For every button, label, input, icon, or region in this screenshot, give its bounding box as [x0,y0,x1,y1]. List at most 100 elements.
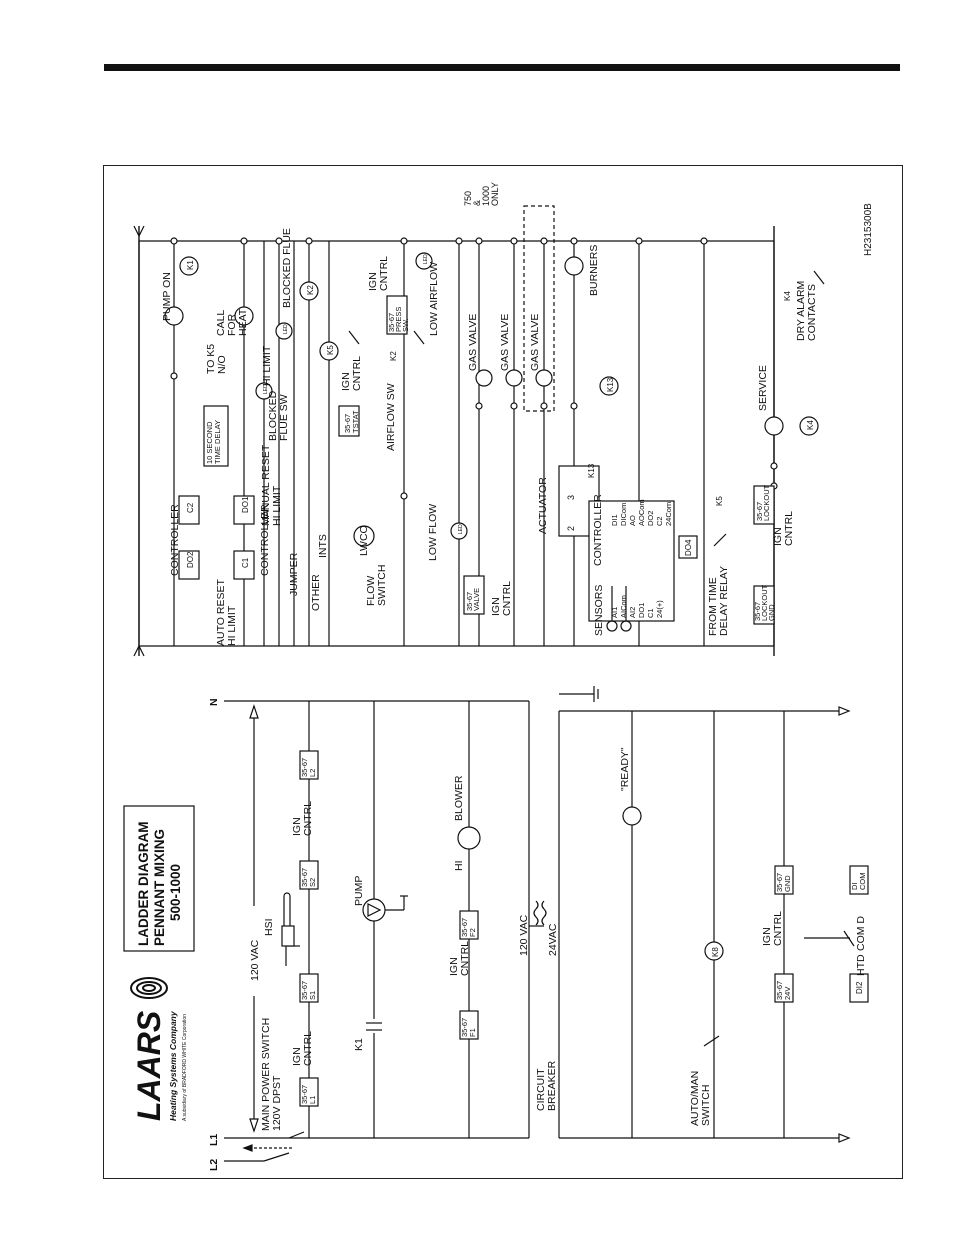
control-section [133,205,825,657]
label-k4-contact: K4 [783,291,792,301]
label-blocked-flue: BLOCKED FLUE [281,228,293,308]
label-burners: BURNERS [588,245,600,296]
label-term-24v-2: 24V [783,987,792,1000]
label-press-sw-2: PRESS [394,307,403,332]
label-ign-cntrl-a-1: IGN [291,1047,303,1066]
label-term-l2-2: L2 [308,769,317,777]
power-section [123,686,869,1162]
label-press-sw-3: SW. [401,318,410,332]
label-transformer-primary: 120 VAC [518,914,530,956]
label-di-com-2: COM [858,873,867,891]
label-ctrl-do1: DO1 [637,603,646,618]
label-ign-cntrl-a-2: CNTRL [302,1031,314,1066]
label-di2: DI2 [855,981,864,994]
label-pump: PUMP [353,876,365,906]
label-pump-on: PUMP ON [161,272,173,321]
label-ign-cntrl-1: IGN [340,372,352,391]
label-term-gnd-1: 35-67 [775,873,784,892]
label-call-for-heat-2: FOR [226,313,238,336]
label-ign-cntrl-valve-1: IGN [490,597,502,616]
label-l1: L1 [208,1134,220,1146]
label-note-750-4: ONLY [490,182,500,206]
label-controller-2: CONTROLLER [259,504,271,576]
label-gas-valve-3: GAS VALVE [529,314,541,371]
top-rule [104,64,900,71]
label-time-delay-1: 10 SECOND [205,421,214,464]
label-from-time-delay-1: FROM TIME [707,577,719,636]
label-ign-cntrl-lockout-2: CNTRL [783,511,795,546]
drawing-number: H2315300B [863,203,874,256]
label-note-750-1: 750 [463,191,473,206]
label-term-l2-1: 35-67 [300,758,309,777]
label-k5-contact: K5 [715,496,724,506]
label-gas-valve-1: GAS VALVE [467,314,479,371]
label-call-for-heat-1: CALL [215,310,227,336]
label-ctrl-di1: DI1 [610,514,619,526]
label-term-f2-1: 35-67 [460,918,469,937]
label-ctrl-ai1: AI1 [610,607,619,618]
label-ign-cntrl-lockout-1: IGN [772,527,784,546]
label-ign-cntrl-press-1: IGN [367,272,379,291]
label-lockout-1: 35-67 [755,502,764,521]
label-ctrl-c2: C2 [655,516,664,526]
label-hsi: HSI [263,918,275,936]
label-ctrl-dicom: DICom [619,503,628,526]
label-k2-coil: K2 [306,285,315,295]
label-ign-cntrl-valve-2: CNTRL [501,581,513,616]
label-hi-limit: HI LIMIT [261,345,273,386]
label-service: SERVICE [757,365,769,411]
label-htd: HTD [855,954,867,976]
label-ign-cntrl-c-1: IGN [448,957,460,976]
label-com-d: COM D [855,916,867,951]
label-main-switch-2: 120V DPST [271,1075,283,1131]
label-dry-alarm-1: DRY ALARM [795,281,807,341]
label-ctrl-24plus: 24(+) [655,600,664,618]
label-term-s1-2: S1 [308,991,317,1000]
label-di-com-1: DI [850,883,859,891]
label-ctrl-c1: C1 [646,608,655,618]
label-valve-term-1: 35-67 [465,592,474,611]
label-lockout-gnd-3: GND [767,604,776,621]
label-ready: "READY" [619,747,631,791]
label-ign-cntrl-b-1: IGN [291,817,303,836]
title-line-1: LADDER DIAGRAM [136,822,151,947]
label-time-delay-2: TIME DELAY [213,420,222,464]
label-term-f1-1: 35-67 [460,1018,469,1037]
label-call-for-heat-3: HEAT [237,308,249,336]
label-blower: BLOWER [453,775,465,821]
label-blocked-flue-sw-2: FLUE SW [278,394,290,441]
label-ign-cntrl-d-1: IGN [761,927,773,946]
label-led-4: LED [458,524,464,534]
label-auto-reset-2: HI LIMIT [226,605,238,646]
label-term-l1-1: 35-67 [300,1085,309,1104]
label-c2: C2 [186,502,195,513]
label-airflow-sw: AIRFLOW SW [385,383,397,451]
label-lockout-2: LOCKOUT [762,484,771,521]
label-actuator-2: 2 [566,526,576,531]
label-blocked-flue-sw-1: BLOCKED [267,390,279,441]
label-note-750-3: 1000 [481,186,491,206]
label-ctrl-aicom: AICom [619,595,628,618]
label-actuator-3: 3 [566,495,576,500]
label-term-s2-2: S2 [308,878,317,887]
label-gas-valve-2: GAS VALVE [499,314,511,371]
label-transformer-secondary: 24VAC [547,923,559,956]
label-led-2: LED [283,324,289,334]
label-do4: DO4 [684,539,693,556]
label-flow-switch-2: SWITCH [376,565,388,606]
label-term-gnd-2: GND [783,875,792,892]
title-line-2: PENNANT MIXING [152,829,167,946]
label-ign-cntrl-2: CNTRL [351,356,363,391]
label-circuit-breaker-2: BREAKER [546,1060,558,1111]
control-labels: PUMP ON K1 CALL FOR HEAT BLOCKED FLUE HI… [161,182,874,646]
brand-name: LAARS [131,1010,167,1121]
label-led-3: LED [423,254,429,264]
label-ign-cntrl-b-2: CNTRL [302,801,314,836]
title-line-3: 500-1000 [168,864,183,921]
label-ign-cntrl-c-2: CNTRL [459,941,471,976]
label-actuator: ACTUATOR [537,477,549,534]
label-low-flow: LOW FLOW [427,504,439,561]
label-controller-main: CONTROLLER [592,494,604,566]
label-from-time-delay-2: DELAY RELAY [718,566,730,636]
label-auto-reset-1: AUTO RESET [215,579,227,646]
